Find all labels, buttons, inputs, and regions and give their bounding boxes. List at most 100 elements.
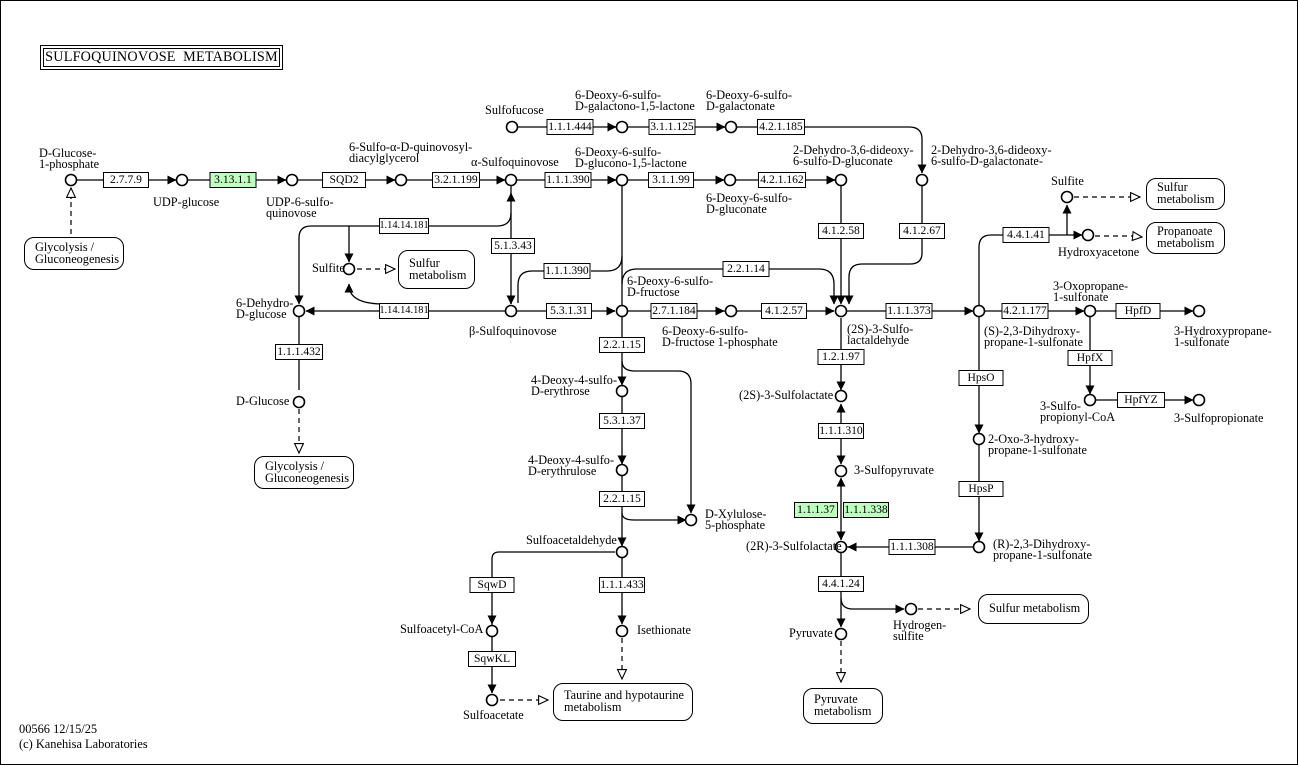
- enzyme-box-hpfyz[interactable]: HpfYZ: [1117, 392, 1165, 408]
- compound-node-2-oxo-3-hydroxypropane-1-sulfonate[interactable]: [972, 432, 986, 446]
- compound-node-s-2-3-dihydroxypropane-1-sulfonate[interactable]: [972, 304, 986, 318]
- compound-nodes: [64, 120, 1206, 707]
- enzyme-box-4-4-1-41[interactable]: 4.4.1.41: [1002, 227, 1050, 243]
- enzyme-box-4-2-1-162[interactable]: 4.2.1.162: [758, 172, 806, 188]
- enzyme-box-1-1-1-432[interactable]: 1.1.1.432: [275, 344, 323, 360]
- compound-node-3-hydroxypropane-1-sulfonate[interactable]: [1192, 304, 1206, 318]
- compound-node-6-deoxy-6-sulfo-d-gluconate[interactable]: [723, 173, 737, 187]
- enzyme-box-1-1-1-338[interactable]: 1.1.1.338: [843, 502, 889, 518]
- enzyme-box-1-14-14-181[interactable]: 1.14.14.181: [379, 303, 429, 319]
- enzyme-box-2-2-1-14[interactable]: 2.2.1.14: [722, 261, 770, 277]
- compound-node-hydroxyacetone[interactable]: [1081, 228, 1095, 242]
- compound-node-udp-glucose[interactable]: [175, 173, 189, 187]
- enzyme-box-4-4-1-24[interactable]: 4.4.1.24: [818, 576, 864, 592]
- enzyme-box-sqwd[interactable]: SqwD: [469, 577, 515, 593]
- enzyme-box-hpfx[interactable]: HpfX: [1067, 350, 1113, 366]
- compound-node-alpha-sulfoquinovose[interactable]: [504, 173, 518, 187]
- enzyme-box-2-2-1-15[interactable]: 2.2.1.15: [599, 491, 645, 507]
- compound-node-2s-3-sulfolactaldehyde[interactable]: [834, 304, 848, 318]
- compound-node-3-oxopropane-1-sulfonate[interactable]: [1083, 304, 1097, 318]
- compound-node-3-sulfopyruvate[interactable]: [834, 464, 848, 478]
- enzyme-box-1-1-1-444[interactable]: 1.1.1.444: [546, 119, 594, 135]
- compound-label: Sulfoacetaldehyde: [526, 533, 617, 547]
- enzyme-box-sqd2[interactable]: SQD2: [322, 172, 366, 188]
- pathway-box-sulfur-metabolism-left[interactable]: Sulfur metabolism: [398, 250, 475, 289]
- compound-node-6-deoxy-6-sulfo-d-glucono-1-5-lactone[interactable]: [615, 173, 629, 187]
- enzyme-box-5-3-1-37[interactable]: 5.3.1.37: [599, 413, 645, 429]
- enzyme-box-hpsp[interactable]: HpsP: [958, 481, 1004, 497]
- enzyme-box-1-1-1-37[interactable]: 1.1.1.37: [794, 502, 838, 518]
- compound-node-6-deoxy-6-sulfo-d-galactonate[interactable]: [724, 120, 738, 134]
- enzyme-box-1-2-1-97[interactable]: 1.2.1.97: [817, 349, 865, 365]
- compound-node-hydrogensulfite[interactable]: [904, 602, 918, 616]
- enzyme-box-1-1-1-373[interactable]: 1.1.1.373: [885, 303, 933, 319]
- pathway-box-propanoate-metabolism[interactable]: Propanoate metabolism: [1146, 222, 1225, 254]
- enzyme-box-1-1-1-433[interactable]: 1.1.1.433: [599, 577, 645, 593]
- compound-label: Pyruvate: [789, 626, 833, 640]
- pathway-box-label: Propanoate metabolism: [1157, 224, 1215, 250]
- enzyme-box-1-14-14-181[interactable]: 1.14.14.181: [379, 218, 429, 234]
- enzyme-box-1-1-1-310[interactable]: 1.1.1.310: [818, 423, 864, 439]
- compound-label: β-Sulfoquinovose: [469, 324, 557, 338]
- compound-label: Sulfoacetyl-CoA: [400, 622, 484, 636]
- pathway-box-glycolysis-gluconeogenesis-bottom[interactable]: Glycolysis / Gluconeogenesis: [254, 456, 354, 489]
- enzyme-box-4-1-2-67[interactable]: 4.1.2.67: [899, 223, 945, 239]
- enzyme-box-3-1-1-125[interactable]: 3.1.1.125: [648, 119, 696, 135]
- compound-node-sulfoacetaldehyde[interactable]: [615, 545, 629, 559]
- compound-label: (2S)-3-Sulfolactate: [739, 388, 834, 402]
- compound-node-6-deoxy-6-sulfo-d-fructose[interactable]: [615, 304, 629, 318]
- compound-node-sulfofucose[interactable]: [505, 120, 519, 134]
- compound-node-2-dehydro-3-6-dideoxy-6-sulfo-d-galactonate[interactable]: [915, 173, 929, 187]
- pathway-box-taurine-hypotaurine-metabolism[interactable]: Taurine and hypotaurine metabolism: [553, 683, 693, 721]
- enzyme-box-3-13-1-1[interactable]: 3.13.1.1: [209, 172, 257, 188]
- enzyme-box-2-2-1-15[interactable]: 2.2.1.15: [599, 337, 645, 353]
- compound-node-beta-sulfoquinovose[interactable]: [504, 304, 518, 318]
- compound-node-sulfite-left[interactable]: [342, 262, 356, 276]
- pathway-box-glycolysis-gluconeogenesis-top[interactable]: Glycolysis / Gluconeogenesis: [24, 237, 124, 270]
- compound-node-sulfoquinovosyl-diacylglycerol[interactable]: [394, 173, 408, 187]
- compound-node-2r-3-sulfolactate[interactable]: [834, 540, 848, 554]
- pathway-box-pyruvate-metabolism[interactable]: Pyruvate metabolism: [803, 688, 883, 724]
- compound-node-3-sulfopropionate[interactable]: [1192, 393, 1206, 407]
- pathway-box-sulfur-metabolism-bottom[interactable]: Sulfur metabolism: [978, 594, 1089, 624]
- compound-node-sulfoacetate[interactable]: [485, 693, 499, 707]
- compound-label: 6-Deoxy-6-sulfo- D-fructose: [627, 274, 714, 300]
- enzyme-box-5-3-1-31[interactable]: 5.3.1.31: [546, 303, 592, 319]
- enzyme-box-1-1-1-308[interactable]: 1.1.1.308: [888, 539, 936, 555]
- enzyme-box-4-2-1-177[interactable]: 4.2.1.177: [1001, 303, 1049, 319]
- compound-node-d-xylulose-5-phosphate[interactable]: [684, 513, 698, 527]
- compound-node-d-glucose[interactable]: [292, 395, 306, 409]
- enzyme-box-hpfd[interactable]: HpfD: [1115, 303, 1161, 319]
- compound-node-2s-3-sulfolactate[interactable]: [834, 389, 848, 403]
- compound-node-2-dehydro-3-6-dideoxy-6-sulfo-d-gluconate[interactable]: [834, 173, 848, 187]
- compound-node-4-deoxy-4-sulfo-d-erythrulose[interactable]: [615, 463, 629, 477]
- enzyme-box-3-2-1-199[interactable]: 3.2.1.199: [432, 172, 480, 188]
- compound-node-isethionate[interactable]: [615, 624, 629, 638]
- enzyme-box-5-1-3-43[interactable]: 5.1.3.43: [491, 238, 535, 254]
- map-footer: 00566 12/15/25 (c) Kanehisa Laboratories: [19, 722, 148, 752]
- pathway-box-label: Sulfur metabolism: [1157, 180, 1215, 206]
- compound-node-d-glucose-1-phosphate[interactable]: [64, 173, 78, 187]
- compound-node-6-dehydro-d-glucose[interactable]: [292, 304, 306, 318]
- enzyme-box-hpso[interactable]: HpsO: [958, 370, 1004, 386]
- compound-node-r-2-3-dihydroxypropane-1-sulfonate[interactable]: [972, 540, 986, 554]
- compound-node-6-deoxy-6-sulfo-d-galactono-1-5-lactone[interactable]: [615, 120, 629, 134]
- compound-node-6-deoxy-6-sulfo-d-fructose-1-phosphate[interactable]: [724, 304, 738, 318]
- enzyme-box-4-1-2-57[interactable]: 4.1.2.57: [761, 303, 807, 319]
- compound-node-pyruvate[interactable]: [834, 627, 848, 641]
- compound-label: Sulfite: [1051, 174, 1084, 188]
- enzyme-box-2-7-7-9[interactable]: 2.7.7.9: [103, 172, 149, 188]
- enzyme-box-2-7-1-184[interactable]: 2.7.1.184: [650, 303, 698, 319]
- compound-node-udp-6-sulfoquinovose[interactable]: [285, 173, 299, 187]
- compound-node-sulfoacetyl-coa[interactable]: [485, 624, 499, 638]
- compound-node-4-deoxy-4-sulfo-d-erythrose[interactable]: [615, 384, 629, 398]
- pathway-box-sulfur-metabolism-topright[interactable]: Sulfur metabolism: [1146, 178, 1225, 210]
- enzyme-box-1-1-1-390[interactable]: 1.1.1.390: [543, 263, 591, 279]
- compound-node-3-sulfopropionyl-coa[interactable]: [1083, 393, 1097, 407]
- compound-node-sulfite-right[interactable]: [1060, 190, 1074, 204]
- enzyme-box-4-1-2-58[interactable]: 4.1.2.58: [818, 223, 864, 239]
- enzyme-box-3-1-1-99[interactable]: 3.1.1.99: [648, 172, 694, 188]
- enzyme-box-sqwkl[interactable]: SqwKL: [468, 651, 516, 667]
- enzyme-box-4-2-1-185[interactable]: 4.2.1.185: [757, 119, 805, 135]
- enzyme-box-1-1-1-390[interactable]: 1.1.1.390: [544, 172, 592, 188]
